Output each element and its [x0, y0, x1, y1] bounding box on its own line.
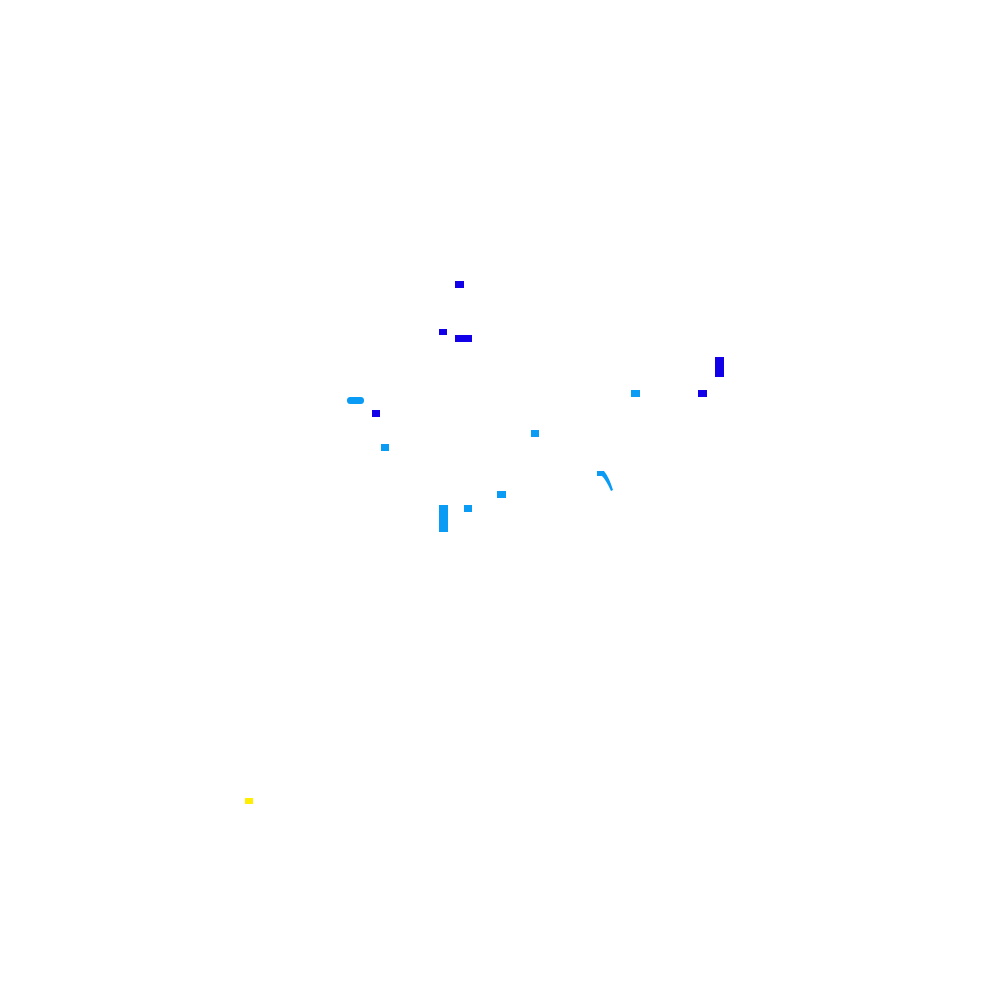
dark-blue-fragment [439, 329, 447, 335]
yellow-fragment [245, 798, 253, 804]
dark-blue-fragment [372, 410, 380, 417]
light-blue-fragment [631, 390, 640, 397]
light-blue-fragment [531, 430, 539, 437]
light-blue-fragment [464, 505, 472, 512]
light-blue-arc-fragment [597, 471, 613, 491]
dark-blue-fragment [698, 390, 707, 397]
dark-blue-fragment [715, 357, 724, 377]
light-blue-fragment [439, 505, 448, 532]
dark-blue-fragment [455, 281, 464, 288]
light-blue-fragment [347, 397, 364, 404]
light-blue-fragment [497, 491, 506, 498]
light-blue-fragment [381, 444, 389, 451]
dark-blue-fragment [455, 335, 472, 342]
arc-stroke [597, 471, 613, 491]
